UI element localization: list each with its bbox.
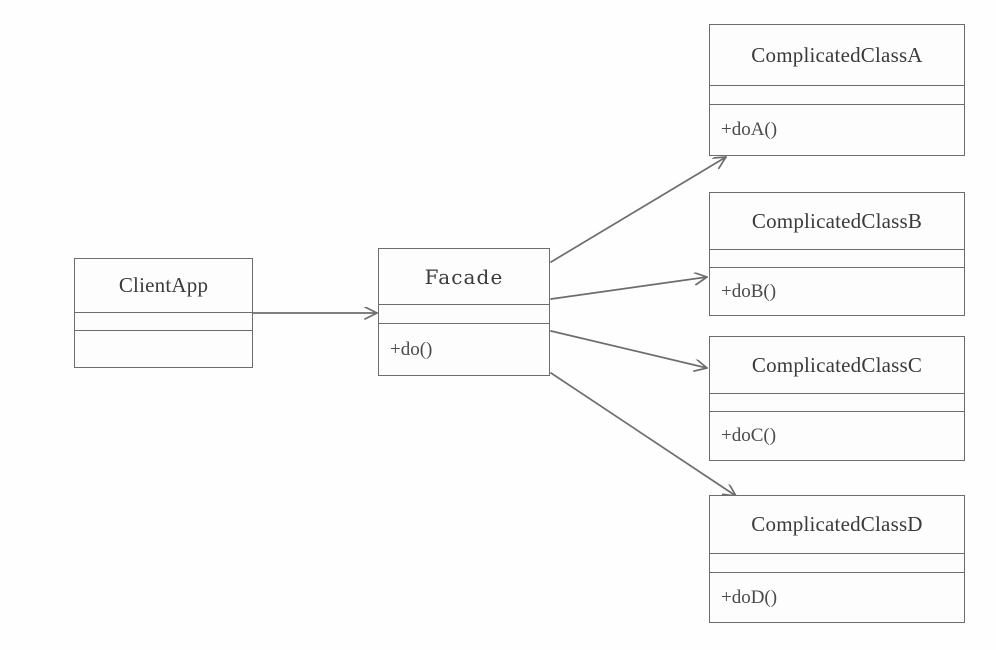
uml-class-complicatedclassc[interactable]: ComplicatedClassC +doC()	[709, 336, 965, 461]
class-attributes-compartment	[710, 394, 964, 412]
class-name-label: ComplicatedClassB	[751, 208, 923, 233]
class-name-label: Facade	[424, 264, 504, 289]
uml-class-facade[interactable]: Facade +do()	[378, 248, 550, 376]
class-operations-compartment: +doB()	[710, 268, 964, 315]
uml-class-clientapp[interactable]: ClientApp	[74, 258, 253, 368]
edge-facade-to-classa	[550, 156, 727, 263]
uml-class-complicatedclassa[interactable]: ComplicatedClassA +doA()	[709, 24, 965, 156]
class-operations-compartment: +do()	[379, 324, 549, 375]
class-attributes-compartment	[710, 554, 964, 573]
uml-class-complicatedclassb[interactable]: ComplicatedClassB +doB()	[709, 192, 965, 316]
class-attributes-compartment	[710, 86, 964, 105]
class-name-compartment: ClientApp	[75, 259, 252, 313]
class-name-label: ComplicatedClassC	[751, 352, 923, 377]
operation-label: +do()	[390, 338, 433, 360]
operation-label: +doC()	[721, 425, 777, 446]
class-attributes-compartment	[710, 250, 964, 268]
class-name-compartment: ComplicatedClassD	[710, 496, 964, 554]
class-attributes-compartment	[75, 313, 252, 331]
class-operations-compartment: +doC()	[710, 412, 964, 460]
operation-label: +doD()	[721, 586, 778, 608]
edge-facade-to-classc	[550, 330, 708, 368]
class-operations-compartment: +doA()	[710, 105, 964, 155]
operation-label: +doB()	[721, 280, 777, 302]
class-name-compartment: ComplicatedClassA	[710, 25, 964, 86]
edge-facade-to-classb	[550, 277, 708, 300]
class-attributes-compartment	[379, 305, 549, 324]
class-name-compartment: ComplicatedClassB	[710, 193, 964, 250]
class-name-label: ComplicatedClassA	[751, 42, 923, 67]
operation-label: +doA()	[721, 119, 778, 140]
class-name-label: ClientApp	[118, 273, 209, 297]
uml-class-complicatedclassd[interactable]: ComplicatedClassD +doD()	[709, 495, 965, 623]
class-name-compartment: Facade	[379, 249, 549, 305]
class-name-label: ComplicatedClassD	[751, 512, 923, 536]
class-operations-compartment	[75, 331, 252, 367]
class-name-compartment: ComplicatedClassC	[710, 337, 964, 394]
class-operations-compartment: +doD()	[710, 573, 964, 622]
